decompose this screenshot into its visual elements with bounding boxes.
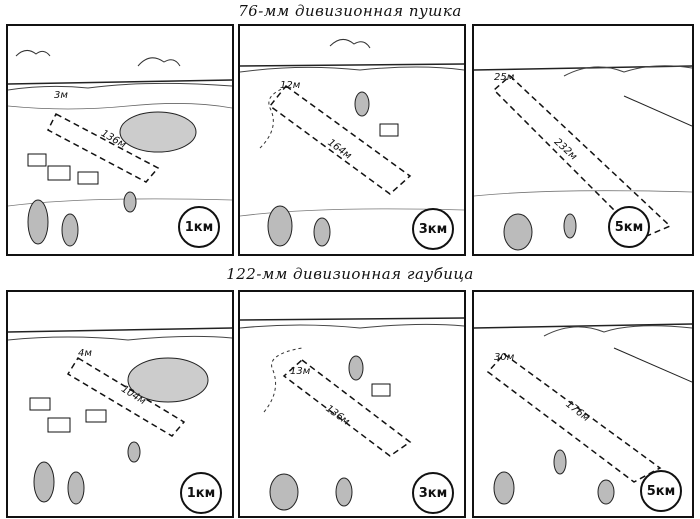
distance-badge: 3км: [412, 208, 454, 250]
landscape-illustration: [8, 327, 232, 505]
panel-howitzer-3km: 13м 136м 3км: [238, 290, 466, 518]
landscape-illustration: [240, 317, 464, 511]
panel-howitzer-5km: 30м 176м 5км: [472, 290, 694, 518]
distance-badge: 5км: [608, 206, 650, 248]
section-title-gun: 76-мм дивизионная пушка: [238, 2, 462, 20]
landscape-illustration: [474, 65, 692, 251]
landscape-illustration: [8, 50, 232, 247]
panel-gun-1km: 3м 136м 1км: [6, 24, 234, 256]
panel-gun-5km: 25м 232м 5км: [472, 24, 694, 256]
width-label: 30м: [494, 352, 515, 363]
distance-badge: 3км: [412, 472, 454, 514]
width-label: 3м: [54, 90, 68, 101]
landscape-illustration: [474, 323, 692, 505]
section-title-howitzer: 122-мм дивизионная гаубица: [226, 265, 474, 283]
width-label: 4м: [78, 348, 92, 359]
distance-badge: 5км: [640, 470, 682, 512]
distance-badge: 1км: [178, 206, 220, 248]
panel-howitzer-1km: 4м 104м 1км: [6, 290, 234, 518]
width-label: 25м: [494, 72, 515, 83]
distance-badge: 1км: [180, 472, 222, 514]
width-label: 12м: [280, 80, 301, 91]
panel-gun-3km: 12м 164м 3км: [238, 24, 466, 256]
width-label: 13м: [290, 366, 311, 377]
